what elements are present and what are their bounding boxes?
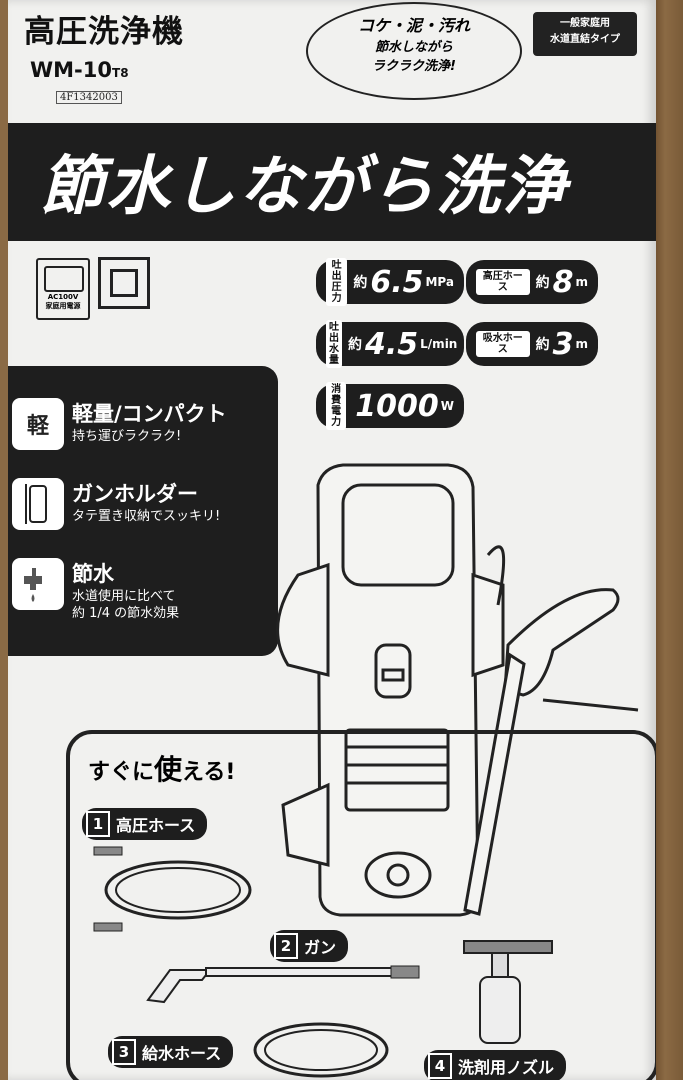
features-panel: 軽 軽量/コンパクト 持ち運びラクラク! ガンホルダー タテ置き収納でスッキリ!… — [8, 366, 278, 656]
spec-unit: MPa — [425, 275, 454, 289]
feature-heading: 節水 — [72, 562, 114, 586]
spec-unit: L/min — [420, 337, 458, 351]
feature-desc: タテ置き収納でスッキリ! — [72, 509, 221, 524]
accessory-number: 4 — [428, 1053, 452, 1079]
double-square-inner — [110, 269, 138, 297]
feature-desc-line-2: 約 1/4 の節水効果 — [72, 606, 180, 621]
headline-banner: 節水しながら洗浄 — [8, 123, 656, 241]
power-label-2: 家庭用電源 — [45, 302, 81, 310]
spec-value: 1000 — [355, 388, 439, 424]
power-plug-icon: AC100V 家庭用電源 — [36, 258, 90, 320]
double-insulation-icon — [98, 257, 150, 309]
feature-desc: 持ち運びラクラク! — [72, 429, 182, 444]
model-number: WM-10T8 — [30, 58, 129, 82]
spec-unit: m — [575, 275, 588, 289]
accessory-high-pressure-hose: 1 高圧ホース — [82, 808, 208, 840]
spec-prefix: 約 — [535, 275, 550, 291]
banner-text: 節水しながら洗浄 — [40, 150, 568, 224]
power-label: AC100V 家庭用電源 — [38, 293, 88, 311]
accessory-intake-hose: 3 給水ホース — [108, 1036, 234, 1068]
spec-value: 6.5 — [370, 264, 424, 300]
spray-gun-icon — [146, 965, 420, 1004]
quick-title-post: える! — [182, 760, 236, 785]
badge-line-1: 一般家庭用 — [560, 18, 610, 29]
gun-holder-icon — [12, 478, 64, 530]
quick-title-big: 使 — [154, 753, 183, 786]
accessory-number: 3 — [112, 1039, 136, 1065]
spec-prefix: 約 — [535, 337, 550, 353]
oval-line-3: ラクラク洗浄! — [372, 59, 456, 74]
spec-value: 3 — [552, 326, 574, 362]
spec-unit: m — [575, 337, 588, 351]
household-badge: 一般家庭用 水道直結タイプ — [533, 12, 637, 56]
spec-key: 吐出圧力 — [326, 258, 348, 306]
wood-background — [653, 0, 683, 1080]
product-code: 4F1342003 — [56, 91, 122, 104]
hose-icon — [93, 846, 252, 932]
oval-line-2: 節水しながら — [374, 40, 453, 55]
accessory-gun: 2 ガン — [270, 930, 349, 962]
accessory-detergent-nozzle: 4 洗剤用ノズル — [424, 1050, 567, 1080]
detergent-nozzle-icon — [463, 940, 553, 1044]
quick-use-title: すぐに使える! — [82, 748, 242, 788]
feature-desc: 水道使用に比べて 約 1/4 の節水効果 — [72, 588, 179, 622]
spec-flow: 吐出水量 約 4.5 L/min — [316, 320, 464, 368]
spec-prefix: 約 — [353, 275, 368, 291]
spec-key: 消費電力 — [326, 382, 347, 430]
pressure-washer-illustration — [276, 463, 639, 917]
spec-intake-hose: 吸水ホース 約 3 m — [466, 322, 598, 366]
accessory-number: 2 — [274, 933, 298, 959]
spec-hose-length: 高圧ホース 約 8 m — [466, 260, 598, 304]
oval-line-1: コケ・泥・汚れ — [357, 16, 470, 35]
spec-value: 8 — [552, 264, 574, 300]
feature-desc-line-1: 水道使用に比べて — [72, 589, 176, 604]
spec-value: 4.5 — [365, 326, 419, 362]
spec-key: 吐出水量 — [326, 320, 342, 368]
quick-use-frame — [66, 730, 656, 1080]
power-label-1: AC100V — [47, 293, 79, 301]
feature-oval: コケ・泥・汚れ 節水しながら ラクラク洗浄! — [306, 2, 522, 100]
intake-hose-icon — [253, 1022, 389, 1078]
product-title: 高圧洗浄機 — [24, 14, 184, 50]
accessory-number: 1 — [86, 811, 110, 837]
accessory-label: ガン — [304, 938, 337, 957]
plug-icon — [44, 266, 84, 292]
feature-heading: ガンホルダー — [72, 482, 198, 506]
product-box: 高圧洗浄機 WM-10T8 4F1342003 コケ・泥・汚れ 節水しながら ラ… — [8, 0, 656, 1080]
accessory-label: 高圧ホース — [116, 816, 196, 835]
feature-heading: 軽量/コンパクト — [72, 402, 227, 426]
badge-line-2: 水道直結タイプ — [550, 34, 620, 45]
spec-power: 消費電力 1000 W — [316, 382, 464, 430]
quick-title-pre: すぐに — [88, 760, 155, 785]
spec-key: 高圧ホース — [476, 269, 530, 295]
spec-prefix: 約 — [348, 337, 362, 353]
spec-pressure: 吐出圧力 約 6.5 MPa — [316, 258, 464, 306]
spec-unit: W — [440, 399, 454, 413]
spec-key: 吸水ホース — [476, 331, 530, 357]
faucet-icon — [12, 558, 64, 610]
accessory-label: 洗剤用ノズル — [458, 1058, 555, 1077]
lightweight-icon: 軽 — [12, 398, 64, 450]
accessory-label: 給水ホース — [142, 1044, 222, 1063]
